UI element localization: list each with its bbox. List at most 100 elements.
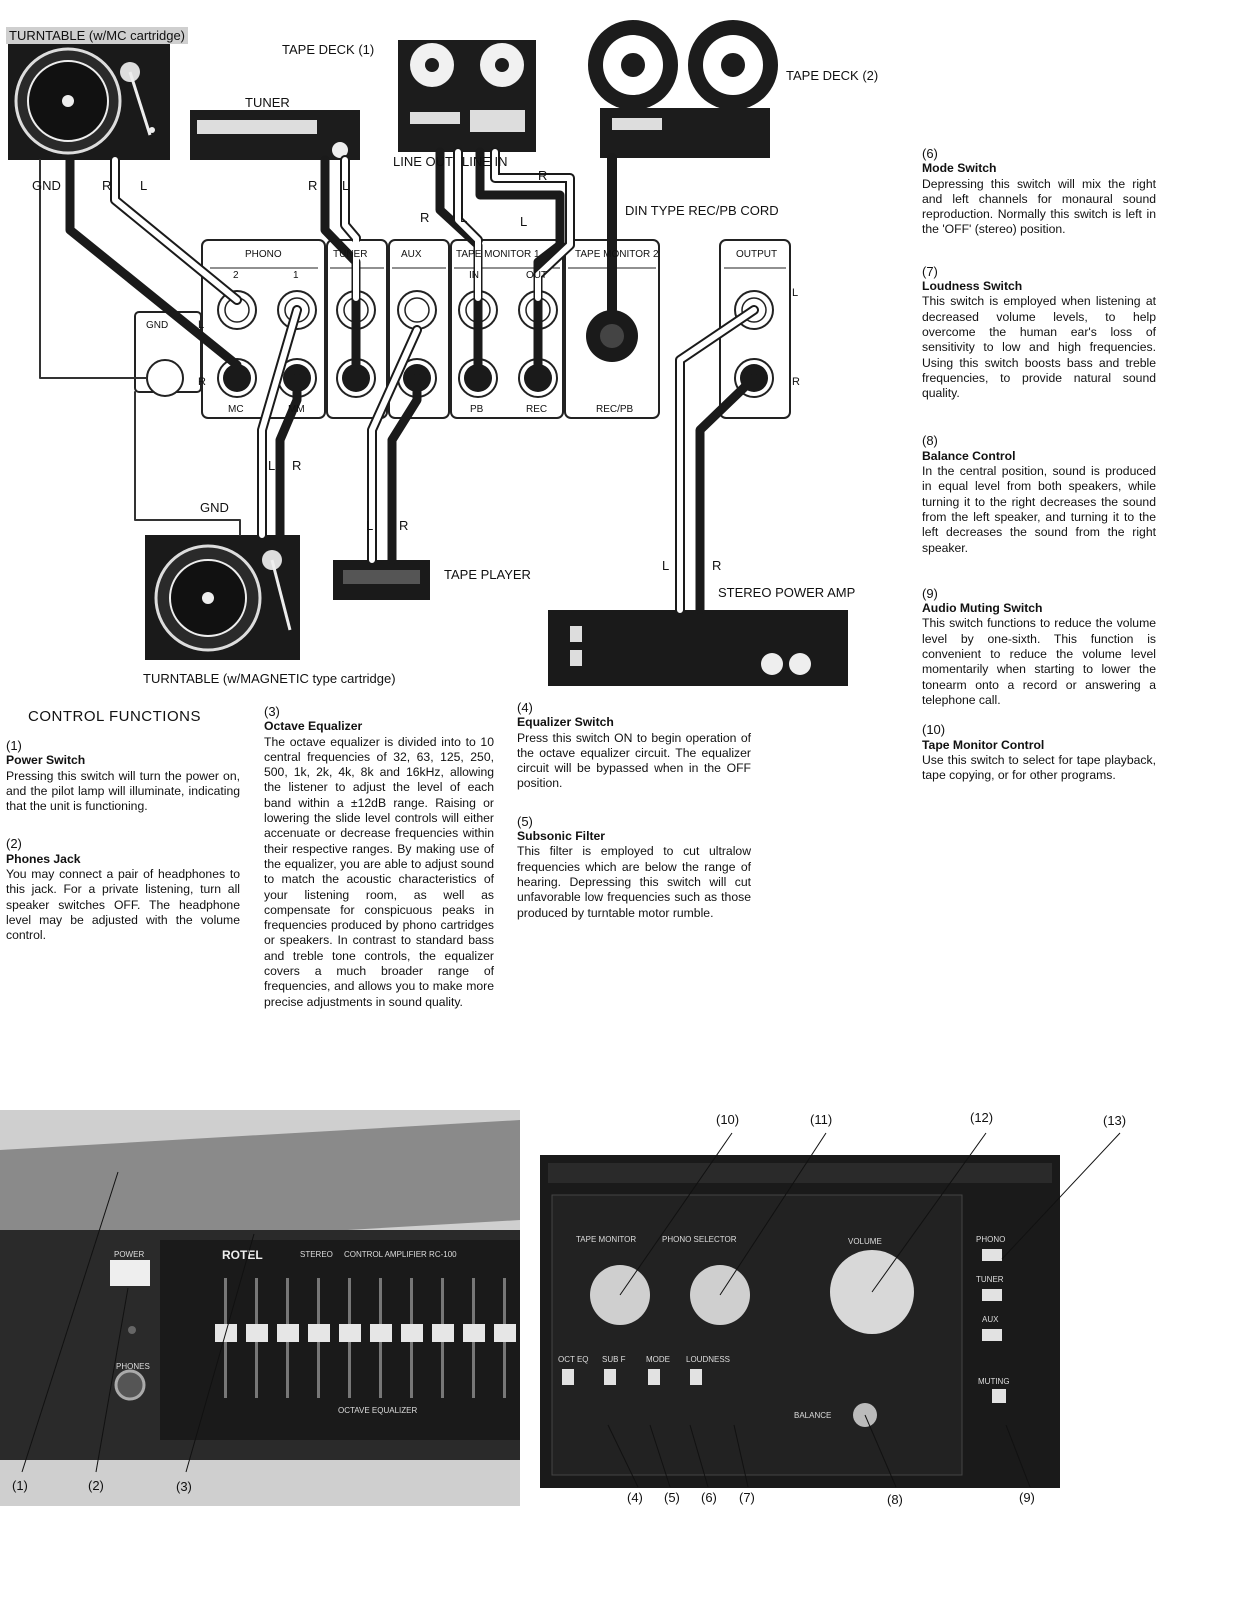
section-body: Depressing this switch will mix the righ… bbox=[922, 176, 1156, 237]
callout-13: (13) bbox=[1103, 1113, 1127, 1128]
callout-9: (9) bbox=[1019, 1490, 1035, 1505]
section-heading: Power Switch bbox=[6, 753, 86, 768]
tuner-button-label: TUNER bbox=[976, 1275, 1004, 1284]
volume-label: VOLUME bbox=[848, 1237, 882, 1246]
svg-text:L: L bbox=[198, 319, 204, 331]
eq-slider-knob bbox=[463, 1324, 485, 1342]
label-gnd-mid: GND bbox=[200, 500, 229, 515]
section-heading: Equalizer Switch bbox=[517, 715, 614, 730]
section-body: In the central position, sound is produc… bbox=[922, 464, 1156, 555]
photo-control-panel: TAPE MONITOR PHONO SELECTOR VOLUME PHONO… bbox=[540, 1155, 1060, 1488]
eq-slider-knob bbox=[432, 1324, 454, 1342]
turntable-magnetic-illustration bbox=[145, 535, 300, 660]
section-body: This filter is employed to cut ultralow … bbox=[517, 844, 751, 920]
section-number: (3) bbox=[264, 704, 280, 719]
tape-monitor-label: TAPE MONITOR bbox=[576, 1235, 637, 1244]
section-7: (7) Loudness Switch This switch is emplo… bbox=[922, 264, 1156, 402]
panel-phono: PHONO bbox=[245, 249, 282, 260]
svg-text:L: L bbox=[366, 518, 373, 533]
section-body: This switch functions to reduce the volu… bbox=[922, 616, 1156, 707]
callout-5: (5) bbox=[664, 1490, 680, 1505]
power-label: POWER bbox=[114, 1250, 145, 1259]
svg-text:R: R bbox=[308, 178, 317, 193]
panel-rec: REC bbox=[526, 404, 548, 415]
section-number: (10) bbox=[922, 722, 946, 738]
subsonic-label: SUB F bbox=[602, 1355, 626, 1364]
section-8: (8) Balance Control In the central posit… bbox=[922, 433, 1156, 555]
label-turntable-magnetic: TURNTABLE (w/MAGNETIC type cartridge) bbox=[143, 671, 396, 686]
section-heading: Octave Equalizer bbox=[264, 719, 363, 734]
svg-text:R: R bbox=[399, 518, 408, 533]
svg-text:L: L bbox=[140, 178, 147, 193]
callout-2: (2) bbox=[88, 1478, 104, 1493]
text-column-1: (1) Power Switch Pressing this switch wi… bbox=[6, 738, 240, 962]
panel-mm: MM bbox=[288, 404, 305, 415]
stereo-label: STEREO bbox=[300, 1250, 333, 1259]
panel-pb: PB bbox=[470, 404, 484, 415]
panel-tape-monitor-2: TAPE MONITOR 2 bbox=[575, 249, 659, 260]
eq-sliders bbox=[215, 1278, 516, 1398]
section-heading: Tape Monitor Control bbox=[922, 737, 1045, 752]
octave-eq-label: OCTAVE EQUALIZER bbox=[338, 1406, 418, 1415]
svg-text:L: L bbox=[342, 178, 349, 193]
eq-slider-knob bbox=[277, 1324, 299, 1342]
panel-tape-monitor-1: TAPE MONITOR 1 bbox=[456, 249, 540, 260]
svg-text:R: R bbox=[792, 376, 800, 388]
panel-output: OUTPUT bbox=[736, 249, 778, 260]
section-number: (6) bbox=[922, 146, 938, 161]
phono-button-label: PHONO bbox=[976, 1235, 1006, 1244]
tape-deck-2-illustration bbox=[588, 20, 778, 158]
section-heading: Phones Jack bbox=[6, 851, 81, 866]
section-4: (4) Equalizer Switch Press this switch O… bbox=[517, 700, 751, 792]
tape-deck-1-illustration bbox=[398, 40, 536, 152]
eq-slider-knob bbox=[246, 1324, 268, 1342]
eq-slider-knob bbox=[494, 1324, 516, 1342]
section-heading: Audio Muting Switch bbox=[922, 601, 1043, 616]
label-line-out: LINE OUT bbox=[393, 154, 453, 169]
label-stereo-power-amp: STEREO POWER AMP bbox=[718, 585, 856, 600]
panel-gnd: GND bbox=[146, 320, 169, 331]
eq-slider-knob bbox=[370, 1324, 392, 1342]
panel-rec-pb: REC/PB bbox=[596, 404, 634, 415]
model-label: CONTROL AMPLIFIER RC-100 bbox=[344, 1250, 457, 1259]
section-body: You may connect a pair of headphones to … bbox=[6, 867, 240, 943]
callout-3: (3) bbox=[176, 1479, 192, 1494]
label-gnd-top: GND bbox=[32, 178, 61, 193]
section-number: (7) bbox=[922, 263, 938, 279]
svg-text:L: L bbox=[662, 558, 669, 573]
svg-text:R: R bbox=[292, 458, 301, 473]
label-tape-deck-2: TAPE DECK (2) bbox=[786, 68, 879, 83]
label-tape-player: TAPE PLAYER bbox=[444, 567, 531, 582]
control-panel-illustration bbox=[540, 1155, 1060, 1488]
eq-slider-knob bbox=[339, 1324, 361, 1342]
right-callout-lines bbox=[607, 1132, 1121, 1488]
svg-text:L: L bbox=[520, 214, 527, 229]
panel-out: OUT bbox=[526, 270, 548, 281]
tape-player-illustration bbox=[333, 560, 430, 600]
section-body: Use this switch to select for tape playb… bbox=[922, 752, 1156, 783]
svg-text:R: R bbox=[712, 558, 721, 573]
section-number: (5) bbox=[517, 813, 533, 829]
section-6: (6) Mode Switch Depressing this switch w… bbox=[922, 146, 1156, 238]
section-body: Press this switch ON to begin operation … bbox=[517, 730, 751, 791]
photo-equalizer-panel: ROTEL STEREO CONTROL AMPLIFIER RC-100 PO… bbox=[0, 1110, 520, 1506]
svg-text:R: R bbox=[198, 376, 206, 388]
callout-12: (12) bbox=[970, 1110, 994, 1125]
panel-in: IN bbox=[469, 270, 479, 281]
svg-text:R: R bbox=[538, 168, 547, 183]
section-body: This switch is employed when listening a… bbox=[922, 294, 1156, 401]
label-tape-deck-1: TAPE DECK (1) bbox=[282, 42, 375, 57]
section-number: (2) bbox=[6, 836, 22, 852]
section-body: Pressing this switch will turn the power… bbox=[6, 768, 240, 814]
power-amp-illustration bbox=[548, 610, 848, 686]
callout-10: (10) bbox=[716, 1112, 740, 1127]
label-din-cord: DIN TYPE REC/PB CORD bbox=[625, 203, 779, 218]
tuner-illustration bbox=[190, 110, 360, 160]
panel-phono-1: 1 bbox=[293, 270, 299, 281]
text-column-3: (4) Equalizer Switch Press this switch O… bbox=[517, 700, 751, 939]
turntable-mc-illustration bbox=[8, 42, 170, 160]
callout-8: (8) bbox=[887, 1492, 903, 1507]
callout-11: (11) bbox=[810, 1112, 833, 1127]
phones-label: PHONES bbox=[116, 1362, 150, 1371]
text-column-2: (3) Octave Equalizer The octave equalize… bbox=[264, 704, 494, 1028]
